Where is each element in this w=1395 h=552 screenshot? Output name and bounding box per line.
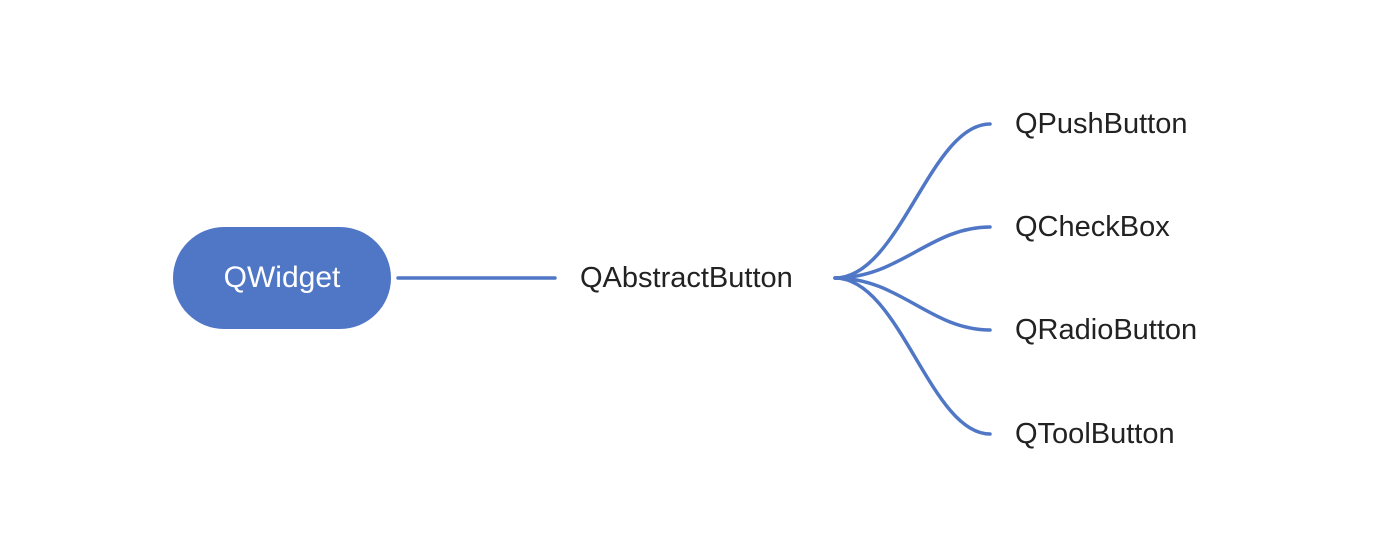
root-node-qwidget[interactable]: QWidget [173,227,391,329]
connector-to-qpushbutton [833,122,992,280]
node-qtoolbutton[interactable]: QToolButton [1015,418,1175,450]
node-qcheckbox[interactable]: QCheckBox [1015,211,1170,243]
node-qpushbutton[interactable]: QPushButton [1015,108,1188,140]
node-qabstractbutton[interactable]: QAbstractButton [580,262,793,294]
node-qradiobutton[interactable]: QRadioButton [1015,314,1198,346]
connector-to-qradiobutton [833,276,992,332]
connector-to-qtoolbutton [833,276,992,436]
root-node-label: QWidget [223,261,341,294]
connector-to-qcheckbox [833,225,992,280]
